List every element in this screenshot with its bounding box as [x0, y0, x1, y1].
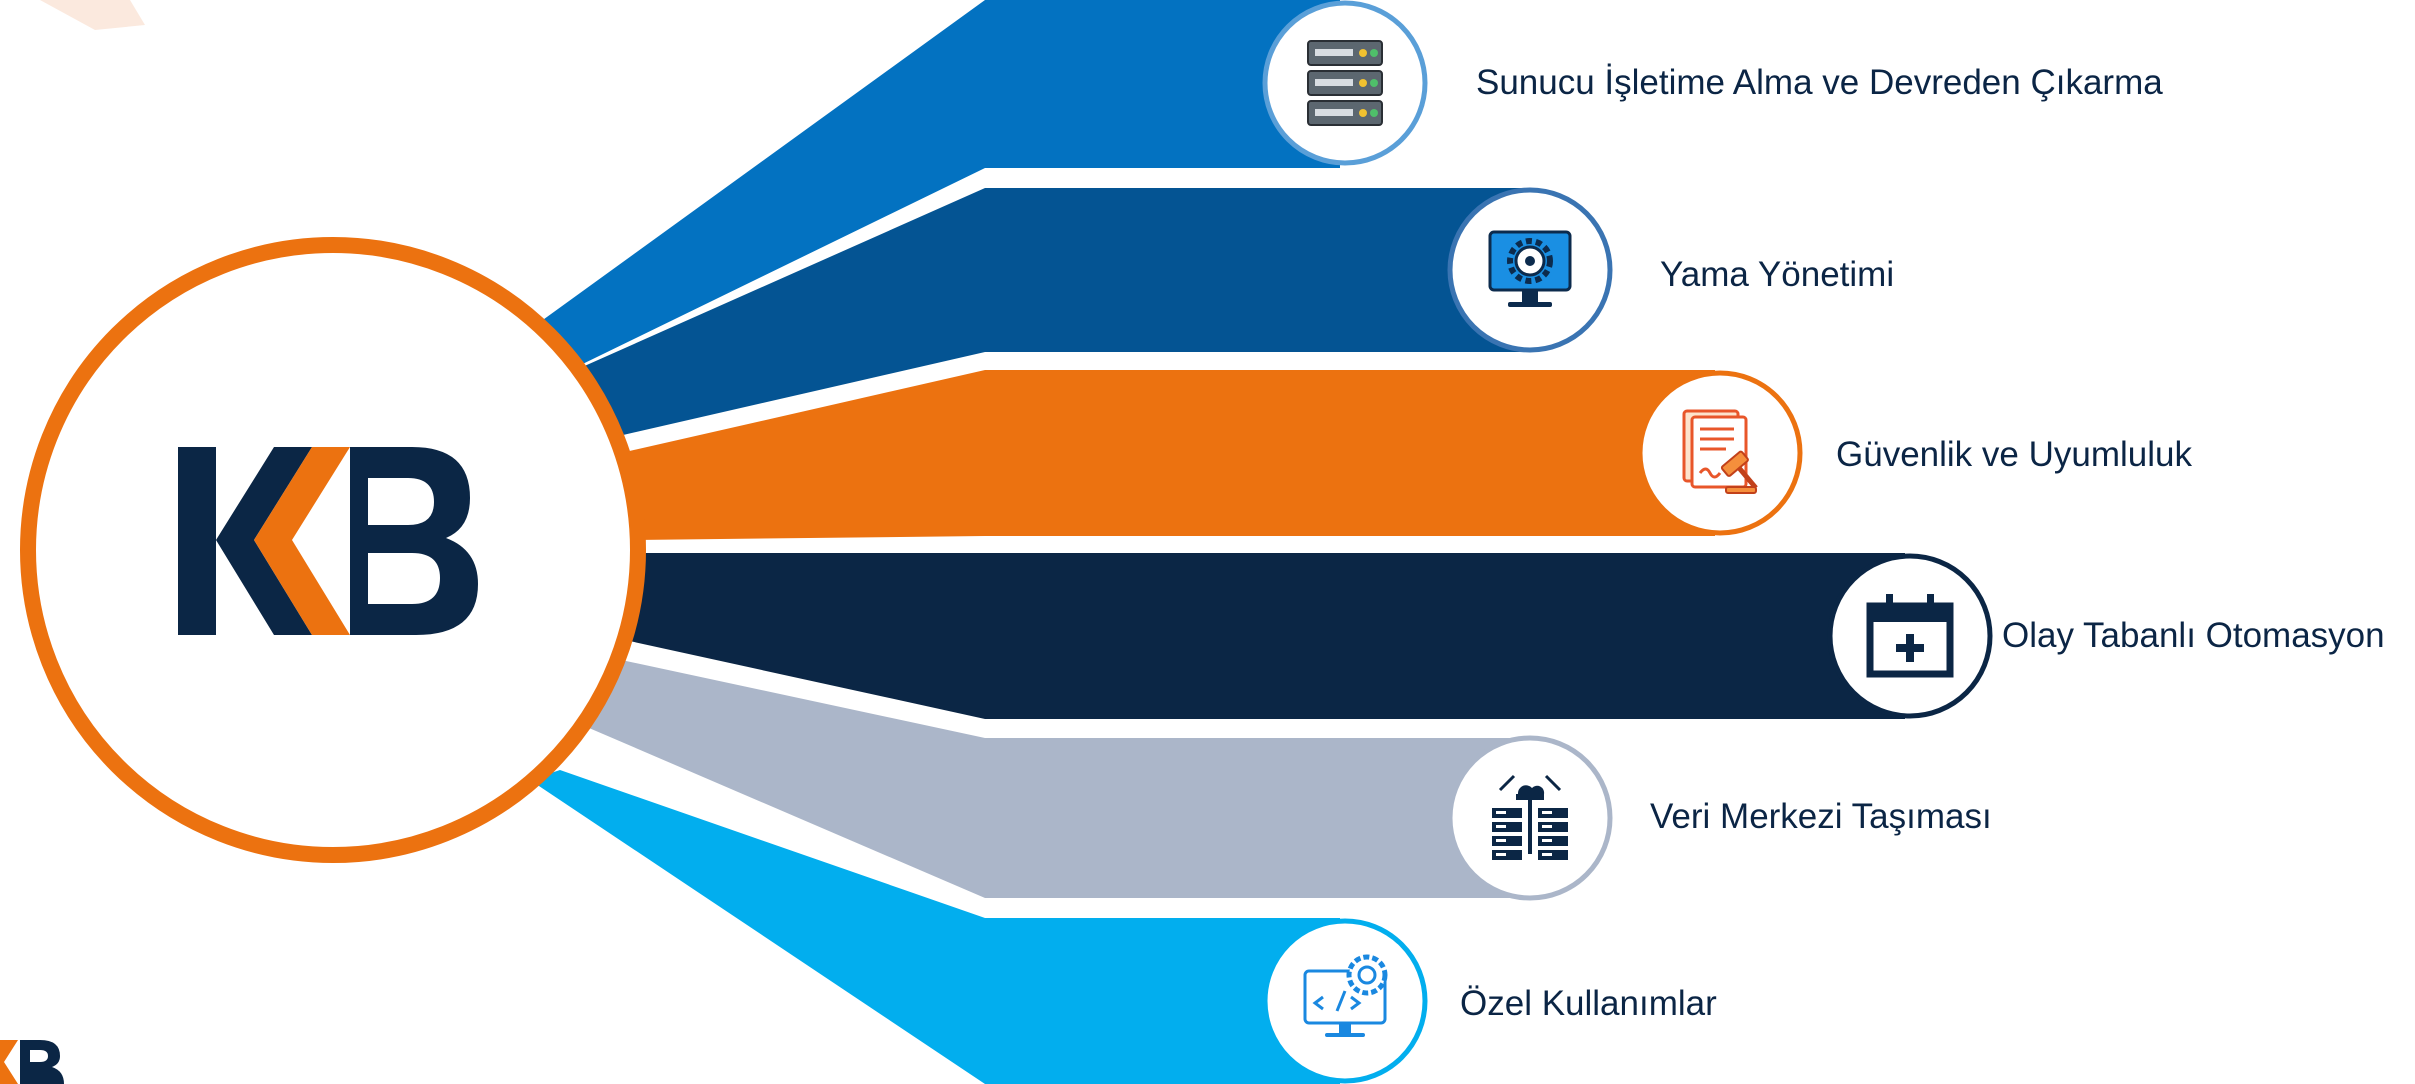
cloud-servers-icon — [1492, 774, 1568, 860]
calendar-plus-icon — [1866, 594, 1954, 678]
ribbon-6 — [530, 770, 1340, 1084]
footer-logo-fragment — [0, 1040, 64, 1084]
label-security-compliance: Güvenlik ve Uyumluluk — [1836, 435, 2192, 474]
document-gavel-icon — [1682, 409, 1758, 494]
label-patch-management: Yama Yönetimi — [1660, 255, 1895, 294]
label-server-provisioning: Sunucu İşletime Alma ve Devreden Çıkarma — [1476, 63, 2163, 102]
label-custom-uses: Özel Kullanımlar — [1460, 984, 1717, 1023]
label-datacenter-migration: Veri Merkezi Taşıması — [1650, 797, 1992, 836]
ribbon-5 — [575, 658, 1525, 898]
monitor-gear-icon — [1488, 230, 1572, 307]
ribbon-4 — [625, 553, 1905, 719]
label-event-automation: Olay Tabanlı Otomasyon — [2002, 616, 2385, 655]
logo-circle — [20, 237, 646, 863]
ribbon-3 — [612, 370, 1715, 540]
ribbon-1 — [540, 0, 1340, 375]
ribbon-2 — [580, 188, 1525, 438]
corner-decoration — [40, 0, 145, 30]
code-settings-icon — [1303, 954, 1388, 1037]
kb-logo — [178, 447, 478, 635]
server-rack-icon — [1307, 40, 1383, 126]
